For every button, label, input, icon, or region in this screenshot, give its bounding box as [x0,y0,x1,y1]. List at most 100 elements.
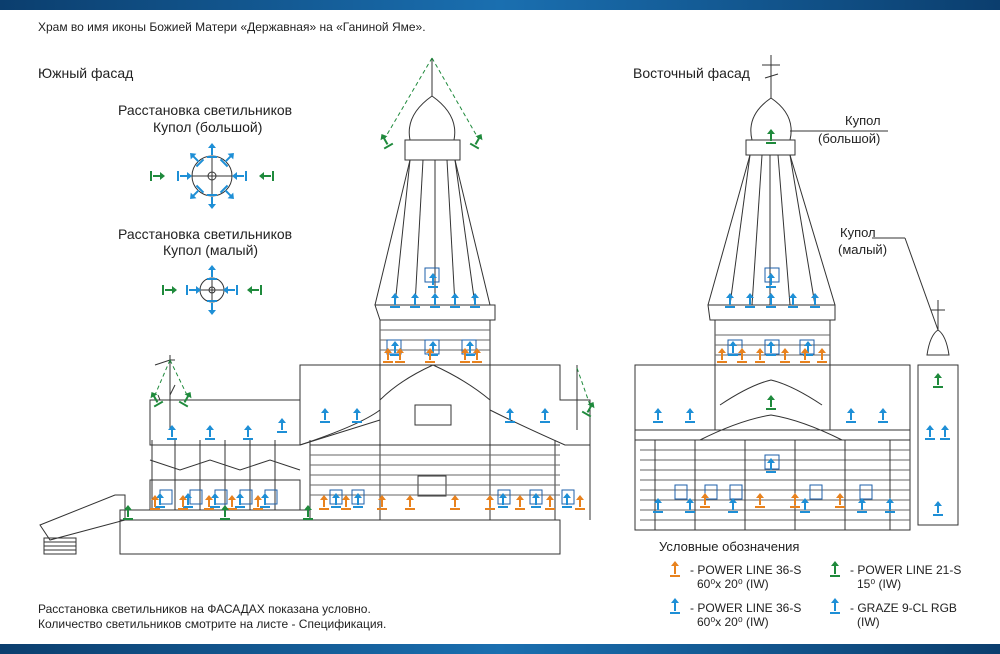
east-dome-small-label-1: Купол [840,225,876,240]
green-fixture [303,505,313,520]
east-dome-small-label-2: (малый) [838,242,888,257]
blue-fixture [353,493,363,508]
dome-green-fixture [380,133,394,150]
blue-fixture [885,498,895,513]
plan-green-fixture [259,171,274,181]
orange-fixture [485,495,495,510]
orange-fixture [150,495,160,510]
orange-fixture [755,348,765,363]
orange-fixture [460,348,470,363]
blue-fixture [352,408,362,423]
blue-fixture [210,493,220,508]
plan-green-fixture [162,285,177,295]
blue-fixture [450,293,460,308]
blue-fixture [878,408,888,423]
orange-fixture [341,495,351,510]
orange-fixture [319,495,329,510]
blue-fixture [800,498,810,513]
south-facade [39,58,591,555]
blue-fixture [540,408,550,423]
small-dome-caption-line1: Расстановка светильников [118,226,293,242]
orange-fixture [178,495,188,510]
orange-fixture [227,495,237,510]
blue-fixture [167,425,177,440]
legend-green-spec: 15⁰ (IW) [857,577,902,591]
blue-fixture [277,418,287,433]
top-border-bar [0,0,1000,10]
dome-green-fixture [178,391,192,408]
orange-arrow-icon [670,561,680,577]
legend-orange-name: - POWER LINE 36-S [690,563,802,577]
blue-fixture [933,501,943,516]
blue-fixture [531,493,541,508]
dome-green-fixture [469,133,483,150]
blue-fixture [940,425,950,440]
blue-fixture [766,293,776,308]
legend-graze-name: - GRAZE 9-CL RGB [850,601,957,615]
small-dome-caption-line2: Купол (малый) [163,242,259,258]
legend-blue-spec: 60⁰x 20⁰ (IW) [697,615,769,629]
dome-green-fixture [581,401,595,418]
legend-blue-name: - POWER LINE 36-S [690,601,802,615]
plan-green-fixture [150,171,165,181]
bottom-border-bar [0,644,1000,654]
dome-green-fixture [933,373,943,388]
orange-fixture [405,495,415,510]
blue-fixture [428,273,438,288]
blue-fixture [766,458,776,473]
blue-fixture [803,341,813,356]
orange-fixture [800,348,810,363]
dome-green-fixture [766,129,776,144]
orange-fixture [817,348,827,363]
east-facade [634,55,959,531]
dome-light-beams [154,57,591,406]
small-dome-plan-diagram [199,277,225,303]
orange-fixture [717,348,727,363]
blue-fixture [562,493,572,508]
blue-fixture [810,293,820,308]
blue-graze-arrow-icon [830,598,840,614]
blue-fixture [331,493,341,508]
blue-fixture [728,341,738,356]
plan-blue-fixture [207,265,217,280]
east-facade-label: Восточный фасад [633,65,750,81]
orange-fixture [425,348,435,363]
plan-green-fixture [247,285,262,295]
blue-fixture [653,498,663,513]
blue-fixture [243,425,253,440]
orange-fixture [204,495,214,510]
east-dome-big-label-1: Купол [845,113,881,128]
blue-fixture [925,425,935,440]
plan-blue-fixture [232,171,247,181]
blue-arrow-icon [670,598,680,614]
green-fixture [123,505,133,520]
plan-blue-fixture [207,300,217,315]
orange-fixture [383,348,393,363]
blue-fixture [745,293,755,308]
blue-fixture [430,293,440,308]
east-dome-big-label-2: (большой) [818,131,881,146]
orange-fixture [377,495,387,510]
blue-fixture [846,408,856,423]
page-title: Храм во имя иконы Божией Матери «Державн… [38,20,426,34]
blue-fixture [428,341,438,356]
orange-fixture [575,495,585,510]
blue-fixture [320,408,330,423]
plan-blue-fixture [207,143,217,158]
blue-fixture [766,273,776,288]
blue-fixture [498,493,508,508]
orange-fixture [545,495,555,510]
blue-fixture [653,408,663,423]
blue-fixture [260,493,270,508]
note-line-2: Количество светильников смотрите на лист… [38,617,387,631]
legend-green-name: - POWER LINE 21-S [850,563,962,577]
blue-fixture [183,493,193,508]
legend-title: Условные обозначения [659,539,800,554]
blue-fixture [470,293,480,308]
blue-fixture [505,408,515,423]
orange-fixture [780,348,790,363]
orange-fixture [515,495,525,510]
legend-orange-spec: 60⁰x 20⁰ (IW) [697,577,769,591]
south-facade-label: Южный фасад [38,65,134,81]
